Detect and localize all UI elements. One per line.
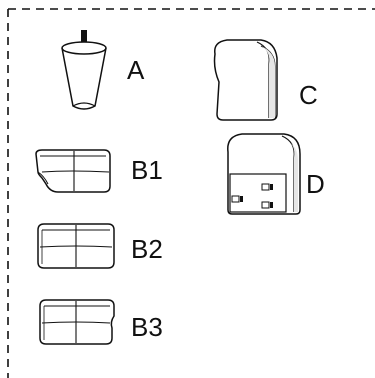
back-cushion-icon: [213, 39, 278, 121]
seat-cushion-b2-icon: [37, 223, 115, 269]
seat-cushion-b1-icon: [35, 149, 111, 193]
part-b2-label: B2: [131, 234, 163, 264]
part-b1-label: B1: [131, 155, 163, 185]
seat-cushion-b3-icon: [39, 299, 115, 345]
backrest-frame-icon: [227, 133, 301, 215]
furniture-leg-icon: [61, 30, 107, 110]
part-d-label: D: [306, 169, 325, 199]
part-a-label: A: [127, 55, 145, 85]
part-b3-label: B3: [131, 312, 163, 342]
part-c-label: C: [299, 80, 318, 110]
